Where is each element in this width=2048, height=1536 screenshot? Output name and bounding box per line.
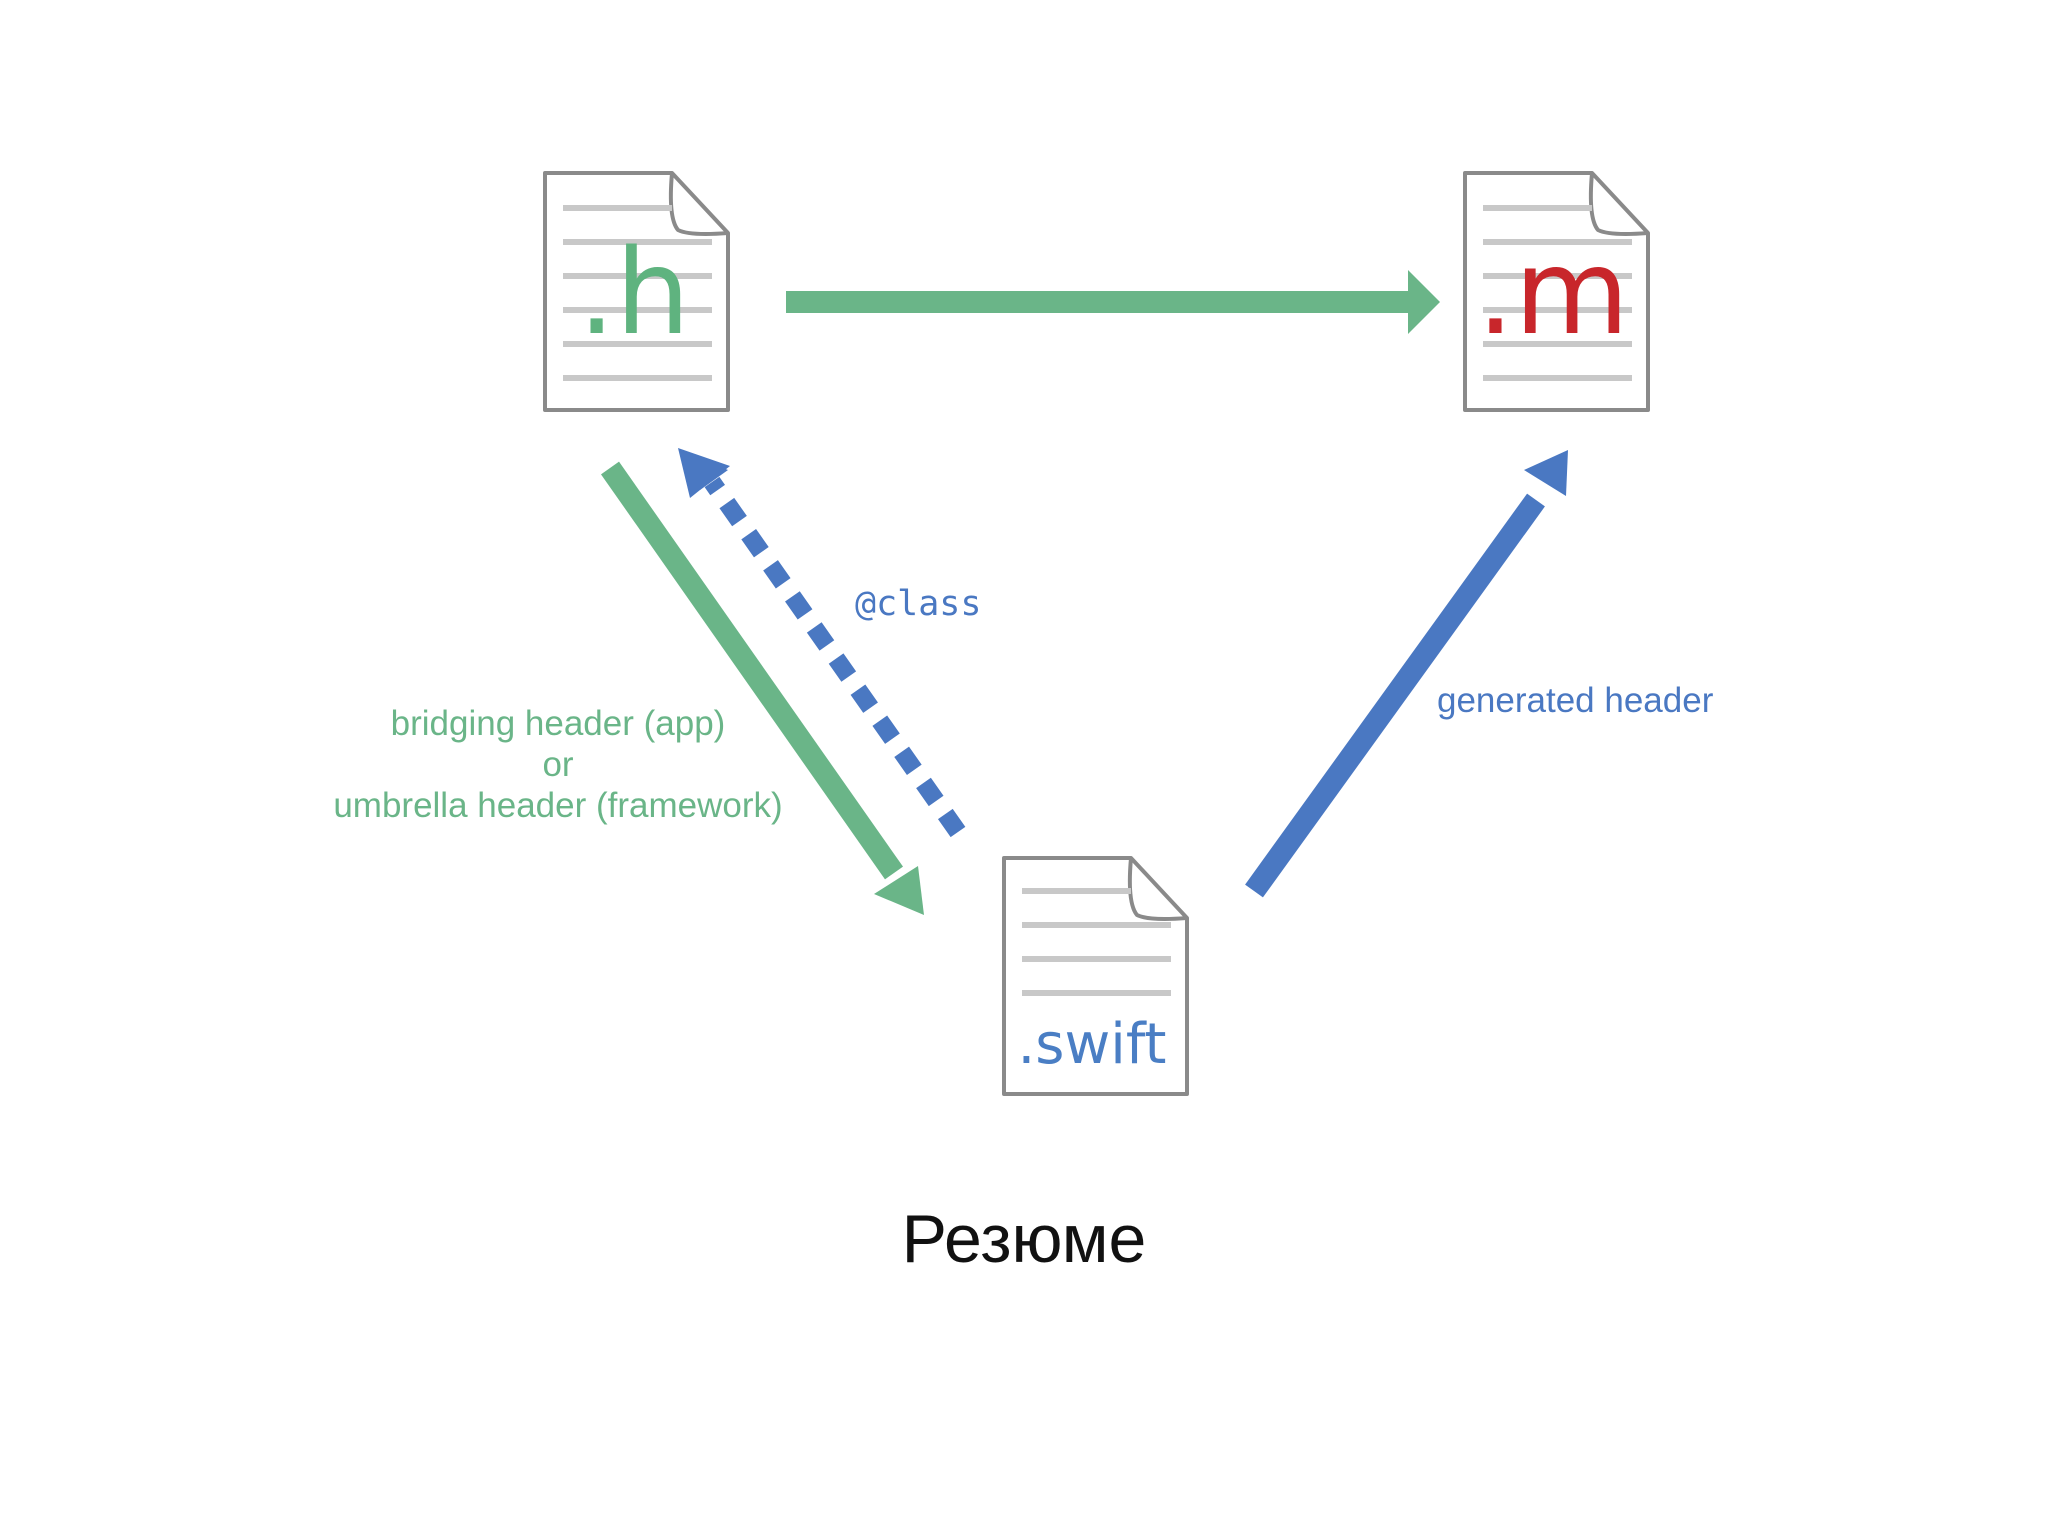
swift-file-extension: .swift bbox=[1017, 1012, 1166, 1077]
swift-file-document-icon: .swift bbox=[1002, 856, 1189, 1096]
swift-to-h-arrow-shaft bbox=[704, 476, 966, 838]
swift-to-h-dashed-arrow bbox=[678, 448, 966, 838]
m-file-extension: .m bbox=[1477, 223, 1629, 361]
slide-caption: Резюме bbox=[902, 1201, 1147, 1277]
h-to-swift-arrow-head bbox=[874, 866, 924, 915]
h-file-document-icon: .h bbox=[543, 171, 730, 412]
swift-to-m-arrow-shaft bbox=[1245, 493, 1545, 898]
bridging-header-label: bridging header (app) or umbrella header… bbox=[333, 704, 782, 825]
h-to-swift-arrow bbox=[600, 461, 924, 915]
class-label: @class bbox=[855, 584, 981, 624]
h-to-m-arrow-head bbox=[1408, 270, 1440, 334]
swift-to-m-arrow-head bbox=[1524, 450, 1568, 496]
m-file-document-icon: .m bbox=[1463, 171, 1650, 412]
bridging-header-label-line-3: umbrella header (framework) bbox=[333, 786, 782, 825]
bridging-header-label-line-2: or bbox=[542, 745, 573, 784]
h-file-extension: .h bbox=[578, 223, 690, 361]
generated-header-label: generated header bbox=[1437, 681, 1714, 720]
h-to-swift-arrow-shaft bbox=[600, 461, 904, 880]
bridging-header-label-line-1: bridging header (app) bbox=[391, 704, 726, 743]
h-to-m-arrow bbox=[786, 270, 1440, 334]
swift-to-m-arrow bbox=[1245, 450, 1568, 898]
